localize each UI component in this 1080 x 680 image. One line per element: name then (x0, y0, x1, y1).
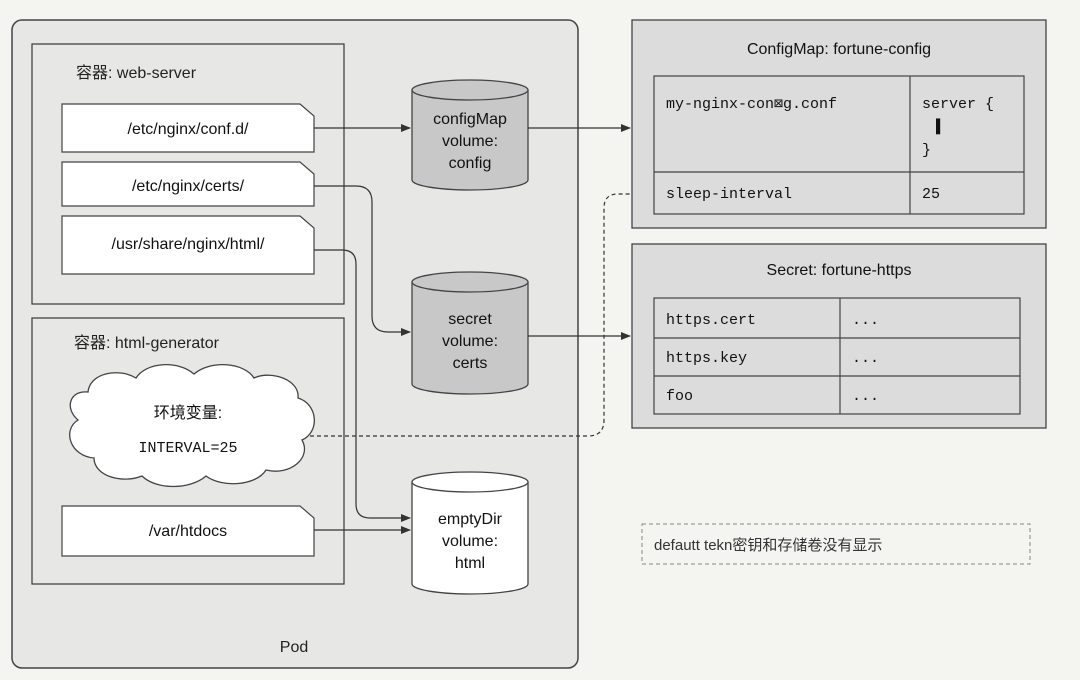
configmap-volume: configMap volume: config (411, 79, 529, 191)
pod-label: Pod (280, 639, 308, 656)
secret-volume-line2: volume: (442, 333, 498, 350)
html-generator-title: 容器: html-generator (74, 334, 220, 352)
link-certs-to-secret-volume (314, 185, 411, 336)
configmap-volume-line2: volume: (442, 133, 498, 150)
secret-volume-line1: secret (448, 311, 492, 328)
configmap-volume-line3: config (449, 155, 492, 172)
configmap-val-sleep: 25 (922, 186, 940, 203)
secret-key-foo: foo (666, 388, 693, 405)
configmap-key-conf: my-nginx-con⊠g.conf (666, 96, 837, 113)
web-server-title: 容器: web-server (76, 64, 197, 82)
emptydir-volume-line3: html (455, 555, 485, 572)
mount-label-html: /usr/share/nginx/html/ (112, 236, 266, 253)
configmap-key-sleep: sleep-interval (666, 186, 792, 203)
emptydir-volume-line1: emptyDir (438, 511, 503, 528)
mount-label-conf: /etc/nginx/conf.d/ (128, 121, 250, 138)
env-cloud (69, 363, 315, 488)
mount-box-certs (61, 161, 315, 207)
link-env-to-sleep-interval (310, 190, 653, 437)
secret-title: Secret: fortune-https (767, 262, 912, 279)
secret-table (653, 297, 1021, 415)
mount-label-certs: /etc/nginx/certs/ (132, 178, 245, 195)
env-title: 环境变量: (154, 403, 222, 422)
configmap-title: ConfigMap: fortune-config (747, 41, 931, 58)
mount-label-htdocs: /var/htdocs (149, 523, 227, 540)
secret-val-key: ... (852, 350, 879, 367)
emptydir-volume-line2: volume: (442, 533, 498, 550)
env-value: INTERVAL=25 (138, 440, 237, 457)
secret-val-cert: ... (852, 312, 879, 329)
secret-val-foo: ... (852, 388, 879, 405)
note-text: defautt tekn密钥和存储卷没有显示 (654, 537, 882, 554)
mount-box-html (61, 215, 315, 275)
secret-key-key: https.key (666, 350, 747, 367)
configmap-table (653, 75, 1025, 215)
configmap-val-conf-2: ▌ (936, 118, 944, 135)
configmap-val-conf-3: } (922, 142, 931, 159)
mount-box-htdocs (61, 505, 315, 557)
secret-key-cert: https.cert (666, 312, 756, 329)
configmap-volume-line1: configMap (433, 111, 507, 128)
link-html-to-emptydir-volume (314, 249, 411, 522)
emptydir-volume: emptyDir volume: html (411, 471, 529, 595)
note-box (641, 523, 1031, 565)
secret-volume: secret volume: certs (411, 271, 529, 395)
configmap-val-conf-1: server { (922, 96, 994, 113)
mount-box-conf (61, 103, 315, 153)
secret-volume-line3: certs (453, 355, 488, 372)
